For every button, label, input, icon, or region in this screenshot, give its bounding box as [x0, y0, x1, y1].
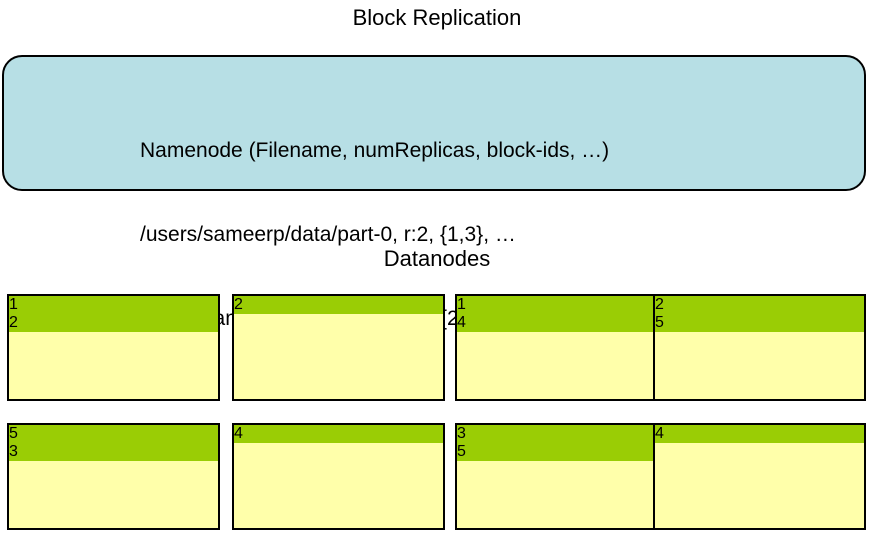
- data-block: 1: [457, 296, 666, 314]
- namenode-line-header: Namenode (Filename, numReplicas, block-i…: [140, 139, 610, 162]
- data-block: 4: [234, 425, 443, 443]
- data-block: 2: [9, 314, 218, 332]
- data-block-label: 5: [9, 425, 18, 442]
- data-block: 3: [457, 425, 666, 443]
- data-block: 5: [457, 443, 666, 461]
- data-block: 5: [655, 314, 864, 332]
- data-block-label: 2: [655, 296, 664, 313]
- data-block-label: 5: [457, 443, 466, 460]
- data-block-label: 1: [9, 296, 18, 313]
- data-block: 4: [655, 425, 864, 443]
- namenode-line-part-0: /users/sameerp/data/part-0, r:2, {1,3}, …: [140, 223, 516, 246]
- data-block-label: 3: [457, 425, 466, 442]
- data-block: 2: [234, 296, 443, 314]
- data-block-label: 4: [234, 425, 243, 442]
- datanodes-section-label: Datanodes: [383, 246, 491, 271]
- data-block: 5: [9, 425, 218, 443]
- data-block-label: 5: [655, 314, 664, 331]
- data-block-label: 4: [655, 425, 664, 442]
- data-block: 1: [9, 296, 218, 314]
- data-block-label: 4: [457, 314, 466, 331]
- datanode-box: 4: [232, 423, 445, 530]
- data-block: 2: [655, 296, 864, 314]
- data-block-label: 2: [9, 314, 18, 331]
- page-title: Block Replication: [352, 5, 522, 30]
- data-block-label: 1: [457, 296, 466, 313]
- data-block-label: 3: [9, 443, 18, 460]
- datanode-box: 2: [232, 294, 445, 401]
- data-block: 3: [9, 443, 218, 461]
- datanode-box: 4: [653, 423, 866, 530]
- data-block: 4: [457, 314, 666, 332]
- data-block-label: 2: [234, 296, 243, 313]
